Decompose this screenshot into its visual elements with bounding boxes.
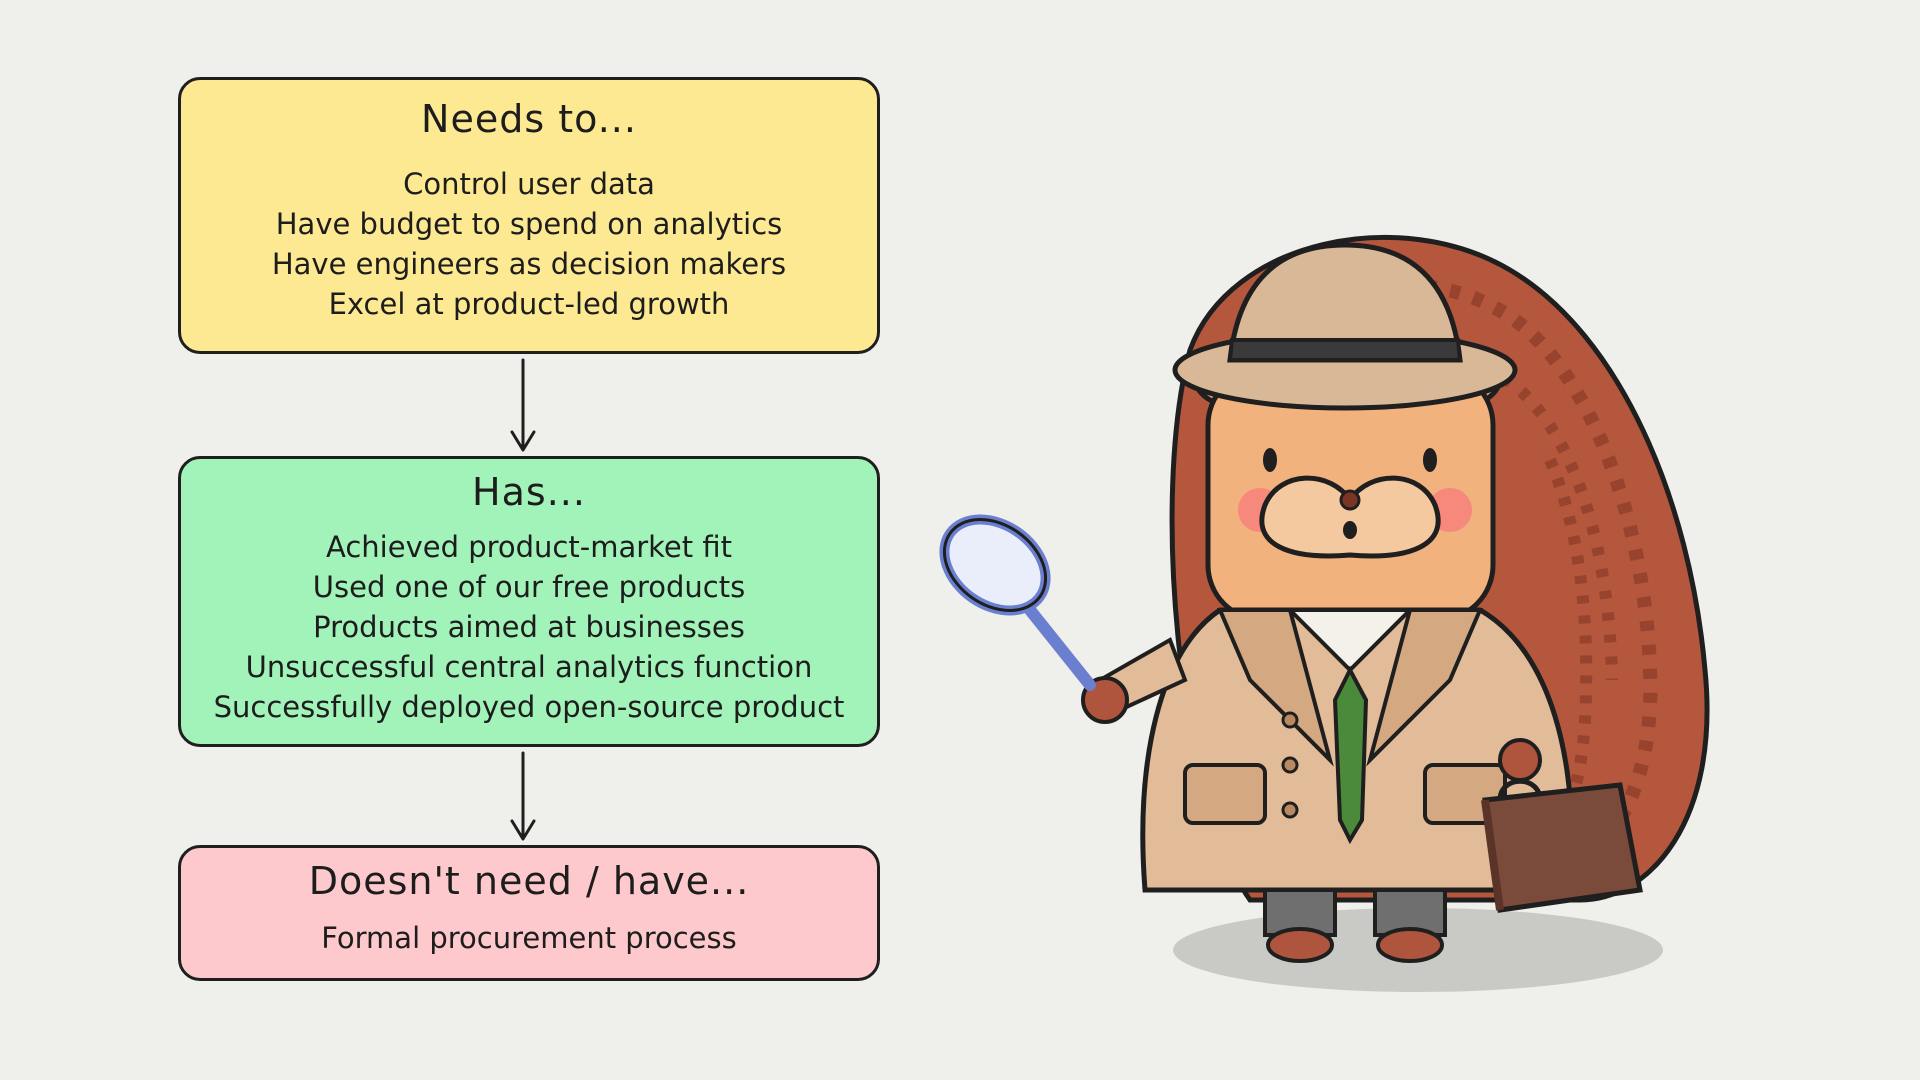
- detective-hedgehog-illustration: [939, 234, 1710, 992]
- needs-item: Excel at product-led growth: [328, 287, 730, 321]
- has-list: Achieved product-market fit Used one of …: [181, 527, 877, 727]
- down-arrow-icon: [510, 358, 536, 452]
- needs-item: Have engineers as decision makers: [271, 247, 787, 281]
- has-item: Products aimed at businesses: [313, 610, 745, 644]
- has-box: Has... Achieved product-market fit Used …: [178, 456, 880, 747]
- needs-box: Needs to... Control user data Have budge…: [178, 77, 880, 354]
- doesnt-title: Doesn't need / have...: [308, 859, 750, 903]
- has-item: Achieved product-market fit: [326, 530, 732, 564]
- has-item: Unsuccessful central analytics function: [245, 650, 813, 684]
- doesnt-box: Doesn't need / have... Formal procuremen…: [178, 845, 880, 981]
- has-item: Successfully deployed open-source produc…: [213, 690, 845, 724]
- doesnt-list: Formal procurement process: [181, 918, 877, 958]
- needs-list: Control user data Have budget to spend o…: [181, 164, 877, 324]
- needs-item: Control user data: [403, 167, 655, 201]
- down-arrow-icon: [510, 751, 536, 841]
- has-item: Used one of our free products: [312, 570, 746, 604]
- needs-item: Have budget to spend on analytics: [275, 207, 783, 241]
- doesnt-item: Formal procurement process: [321, 921, 737, 955]
- has-title: Has...: [472, 470, 586, 514]
- needs-title: Needs to...: [421, 97, 637, 141]
